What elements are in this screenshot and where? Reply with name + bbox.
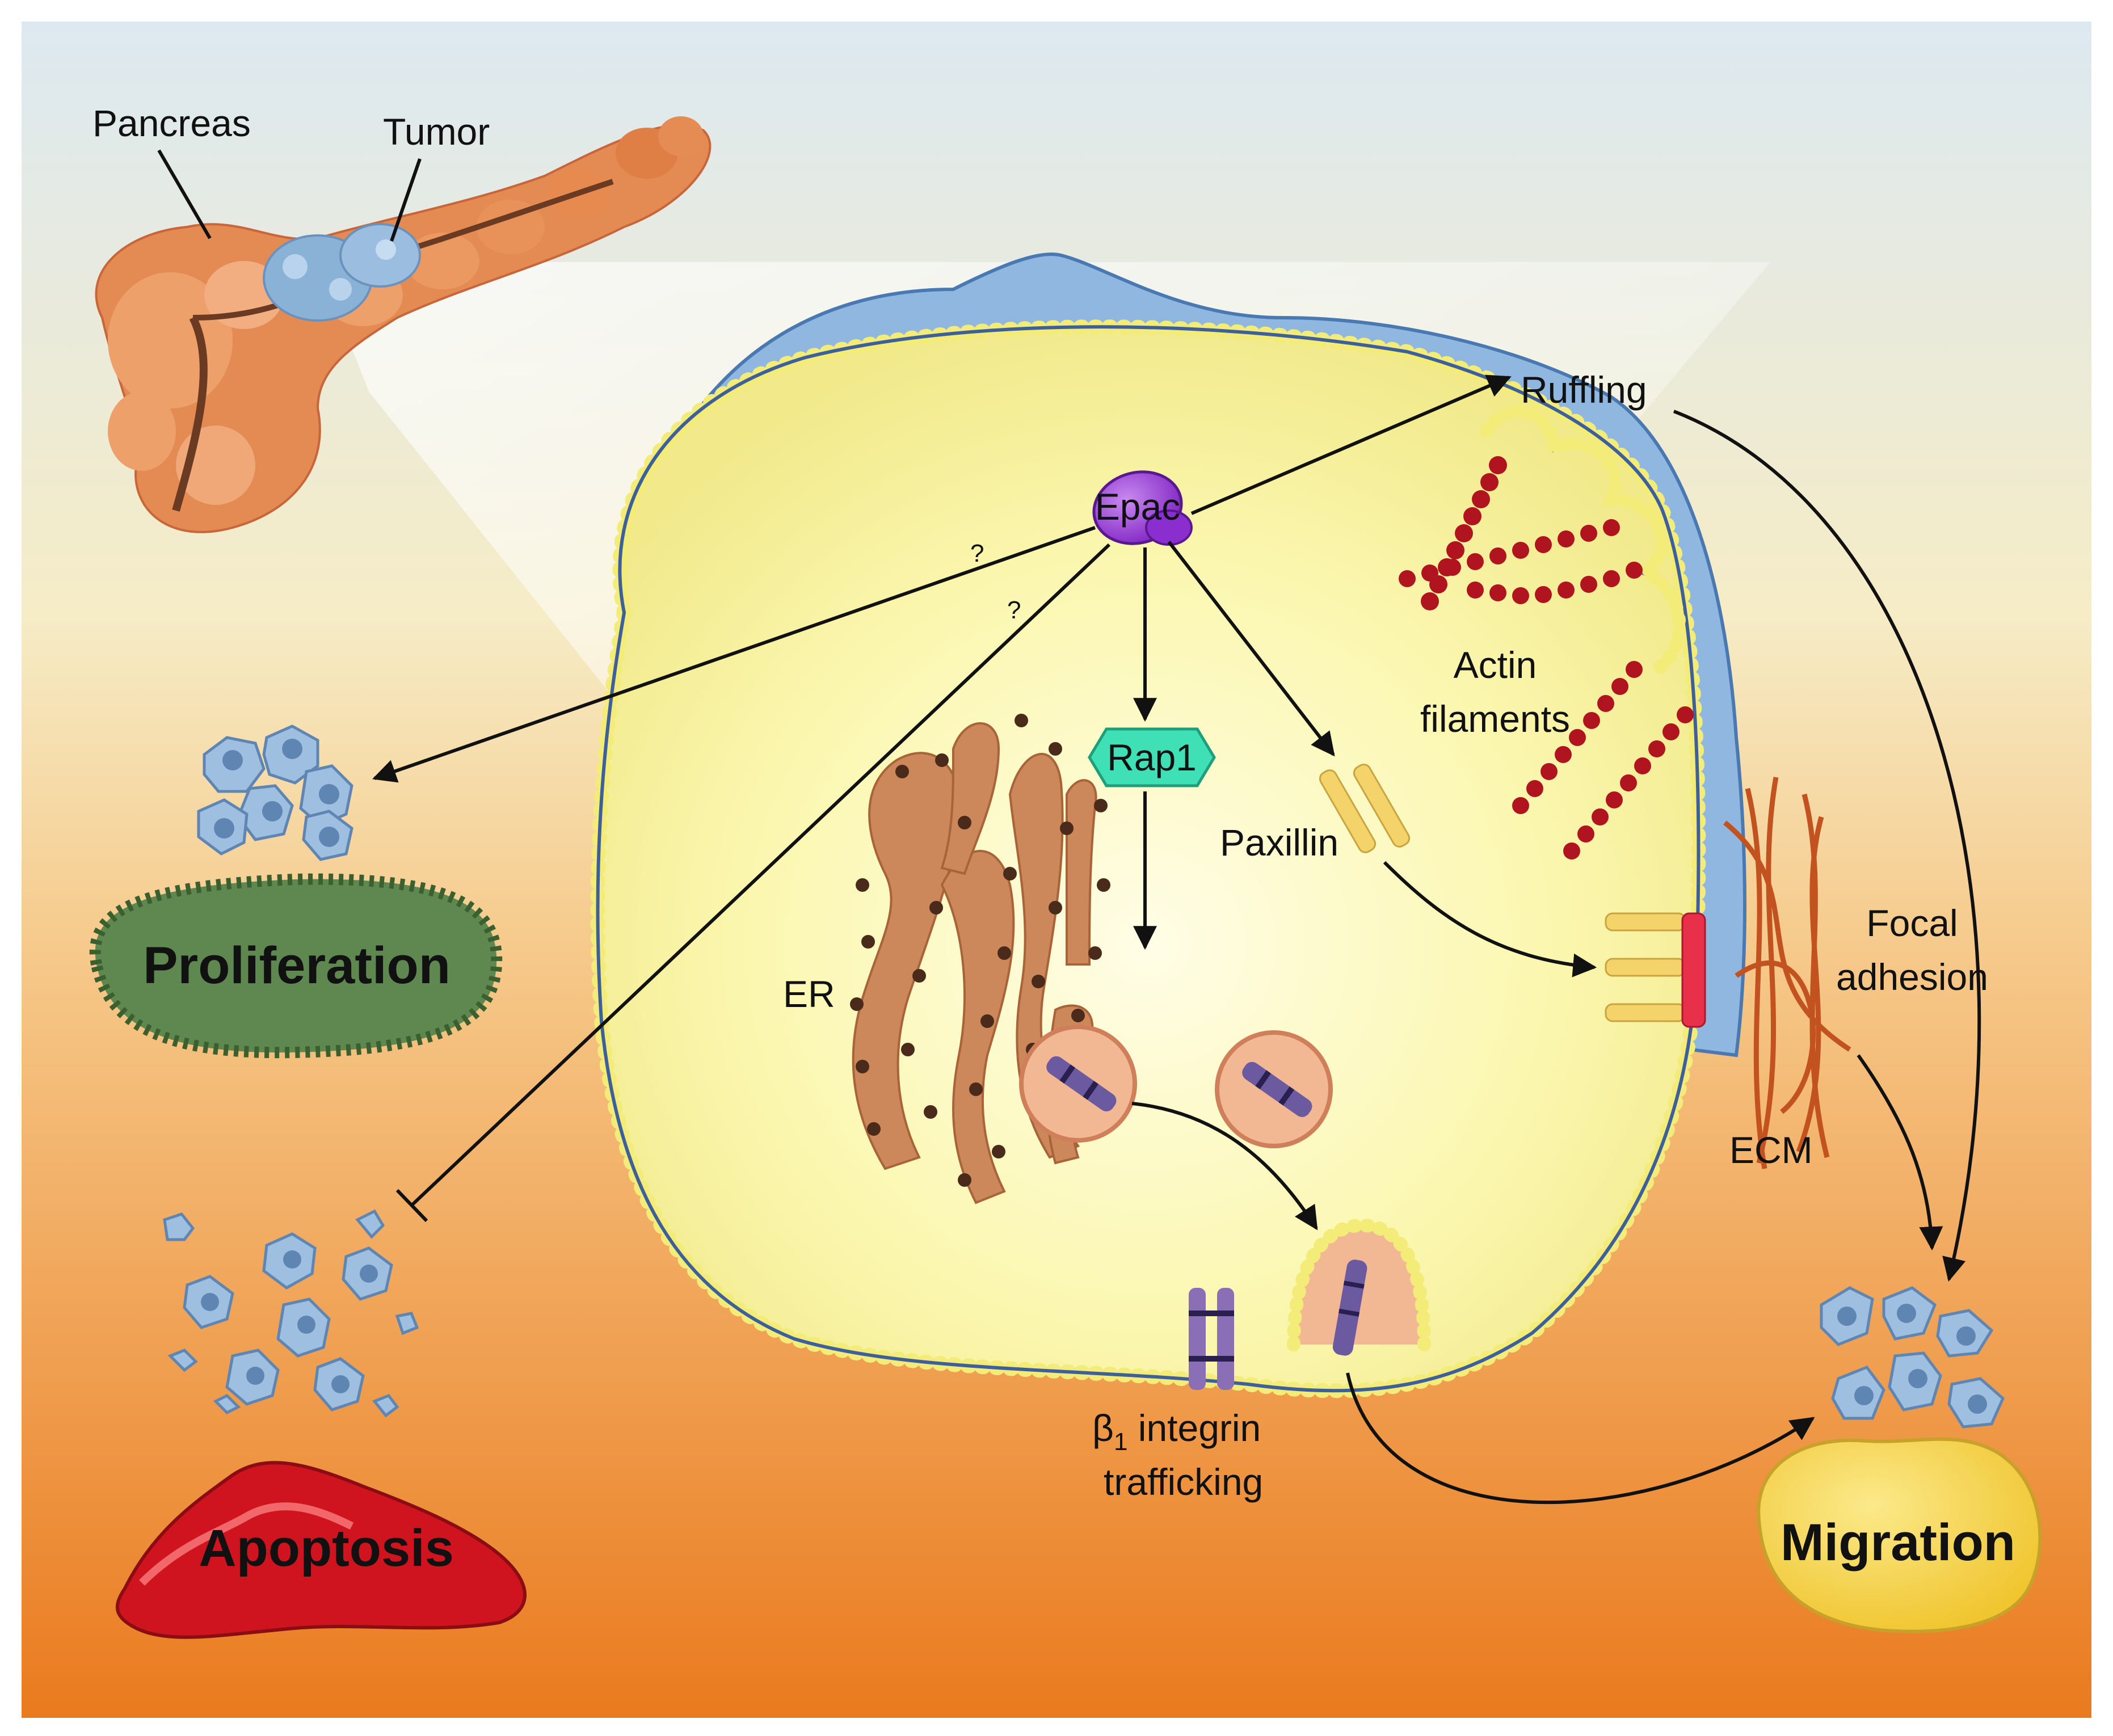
- migration-label: Migration: [1781, 1514, 2015, 1571]
- pancreas-pointer: [157, 149, 212, 239]
- proliferation-badge: [89, 873, 503, 1059]
- arrow-epac-to-paxillin: [1167, 541, 1335, 757]
- migration-badge: [1757, 1437, 2042, 1633]
- er-label: ER: [783, 973, 835, 1015]
- actin-strand-2: [1399, 519, 1620, 587]
- proliferation-label: Proliferation: [143, 937, 451, 995]
- question-mark-1: ?: [970, 540, 984, 567]
- actin-filaments: [1399, 456, 1694, 859]
- ecm-fibers: [1723, 777, 1851, 1169]
- signaling-arrows: [372, 374, 1981, 1505]
- arrow-pit-to-migration: [1346, 1372, 1815, 1505]
- apoptosis-label: Apoptosis: [199, 1519, 454, 1577]
- rap1-label: Rap1: [1107, 736, 1197, 778]
- arrow-epac-to-ruffling: [1190, 374, 1512, 515]
- ribosomes: [850, 714, 1110, 1187]
- migrating-cell-nuclei: [1837, 1304, 1987, 1414]
- cell-membrane-inner-line: [596, 325, 1700, 1393]
- paxillin-molecule: [1319, 764, 1411, 853]
- arrow-vesicle-to-pit: [1131, 1102, 1318, 1231]
- vesicle-2: [1215, 1030, 1333, 1148]
- proliferating-cell-nuclei: [214, 739, 339, 847]
- vesicle-1: [1019, 1025, 1137, 1143]
- tumor-mass: [263, 223, 421, 322]
- focal-label-line2: adhesion: [1836, 956, 1988, 998]
- actin-label-line2: filaments: [1420, 698, 1570, 740]
- actin-strand-5: [1563, 706, 1694, 859]
- arrow-focal-to-migration: [1857, 1054, 1943, 1251]
- tumor-label: Tumor: [383, 111, 490, 153]
- pancreas-label: Pancreas: [92, 102, 251, 144]
- trafficking-label: trafficking: [1104, 1461, 1263, 1503]
- membrane-ruffles-beads: [1480, 404, 1686, 676]
- epac-label: Epac: [1095, 486, 1180, 528]
- actin-strand-3: [1467, 562, 1643, 604]
- focal-label-line1: Focal: [1866, 902, 1958, 944]
- question-mark-2: ?: [1007, 596, 1021, 624]
- ruffling-label: Ruffling: [1521, 369, 1647, 411]
- arrow-epac-to-proliferation: [372, 526, 1096, 783]
- inhibition-epac-to-apoptosis: [410, 543, 1111, 1207]
- ecm-label: ECM: [1729, 1129, 1813, 1171]
- integrin-label: β1 integrin: [1092, 1407, 1261, 1456]
- apoptosis-badge: [116, 1461, 527, 1639]
- actin-strand-4: [1512, 661, 1643, 814]
- tumor-pointer: [390, 158, 422, 242]
- arrow-ruffling-to-migration: [1673, 410, 1981, 1282]
- focal-adhesion-complex: [1605, 912, 1706, 1028]
- actin-label-line1: Actin: [1454, 644, 1537, 686]
- paxillin-label: Paxillin: [1220, 821, 1338, 863]
- inhibition-bar: [395, 1189, 428, 1223]
- apoptotic-cell-nuclei: [201, 1250, 378, 1393]
- arrow-paxillin-to-focal: [1383, 861, 1597, 977]
- membrane-pit: [1287, 1218, 1431, 1356]
- membrane-integrin: [1189, 1288, 1234, 1390]
- actin-strand-1: [1421, 456, 1507, 610]
- epac-protein: [1092, 470, 1193, 546]
- rap1-protein: [1088, 727, 1216, 787]
